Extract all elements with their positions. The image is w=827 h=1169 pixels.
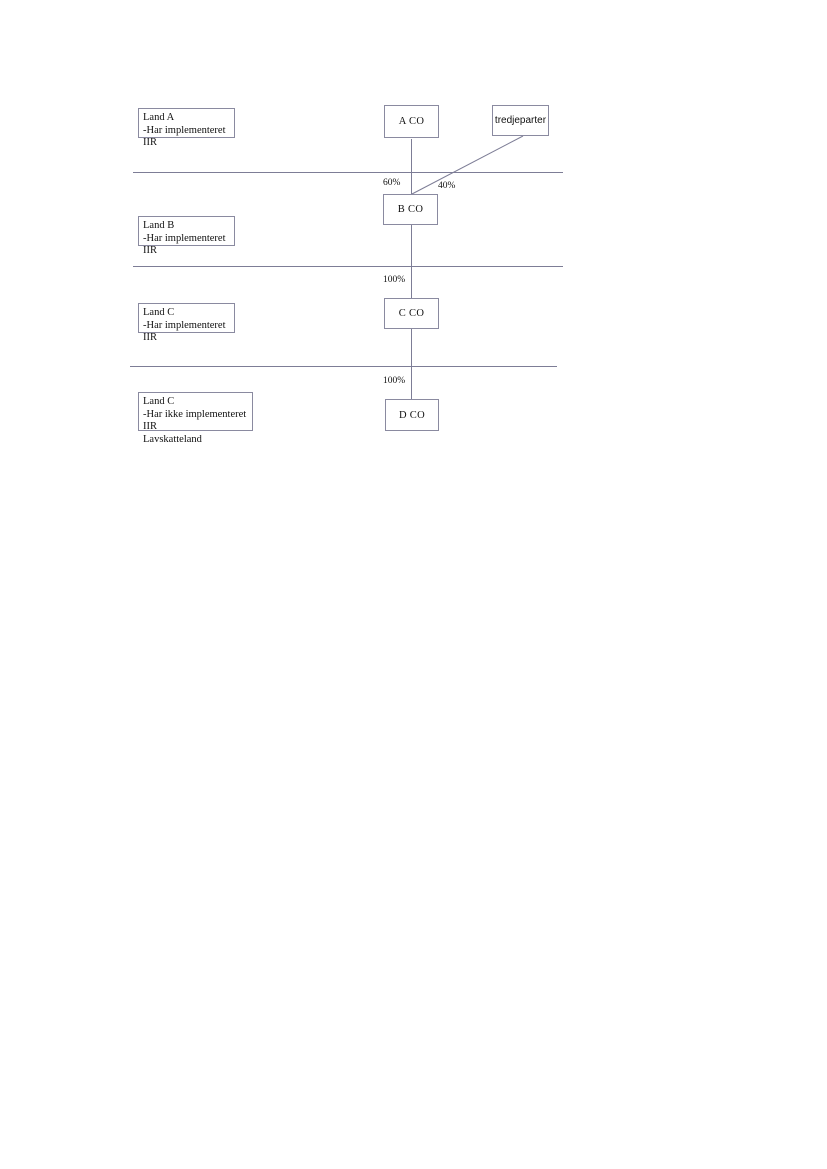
entity-box-d-co: D CO <box>385 399 439 431</box>
jurisdiction-divider-c-d <box>130 366 557 367</box>
connector-aco-bco <box>411 139 412 194</box>
entity-box-c-co: C CO <box>384 298 439 329</box>
ownership-label-100-percent-bco-cco: 100% <box>383 275 406 285</box>
ownership-label-60-percent: 60% <box>383 178 401 188</box>
entity-box-a-co: A CO <box>384 105 439 138</box>
jurisdiction-note-land-c: Land C -Har implementeret IIR <box>138 303 235 343</box>
jurisdiction-note-land-a: Land A -Har implementeret IIR <box>138 108 235 148</box>
entity-box-b-co: B CO <box>383 194 438 225</box>
ownership-label-40-percent: 40% <box>438 181 456 191</box>
entity-box-tredjeparter: tredjeparter <box>492 105 549 136</box>
connector-cco-dco <box>411 329 412 399</box>
ownership-label-100-percent-cco-dco: 100% <box>383 376 406 386</box>
jurisdiction-note-land-b: Land B -Har implementeret IIR <box>138 216 235 256</box>
jurisdiction-divider-b-c <box>133 266 563 267</box>
connector-bco-cco <box>411 224 412 299</box>
jurisdiction-divider-a-b <box>133 172 563 173</box>
jurisdiction-note-land-c-low-tax: Land C -Har ikke implementeret IIR Lavsk… <box>138 392 253 445</box>
